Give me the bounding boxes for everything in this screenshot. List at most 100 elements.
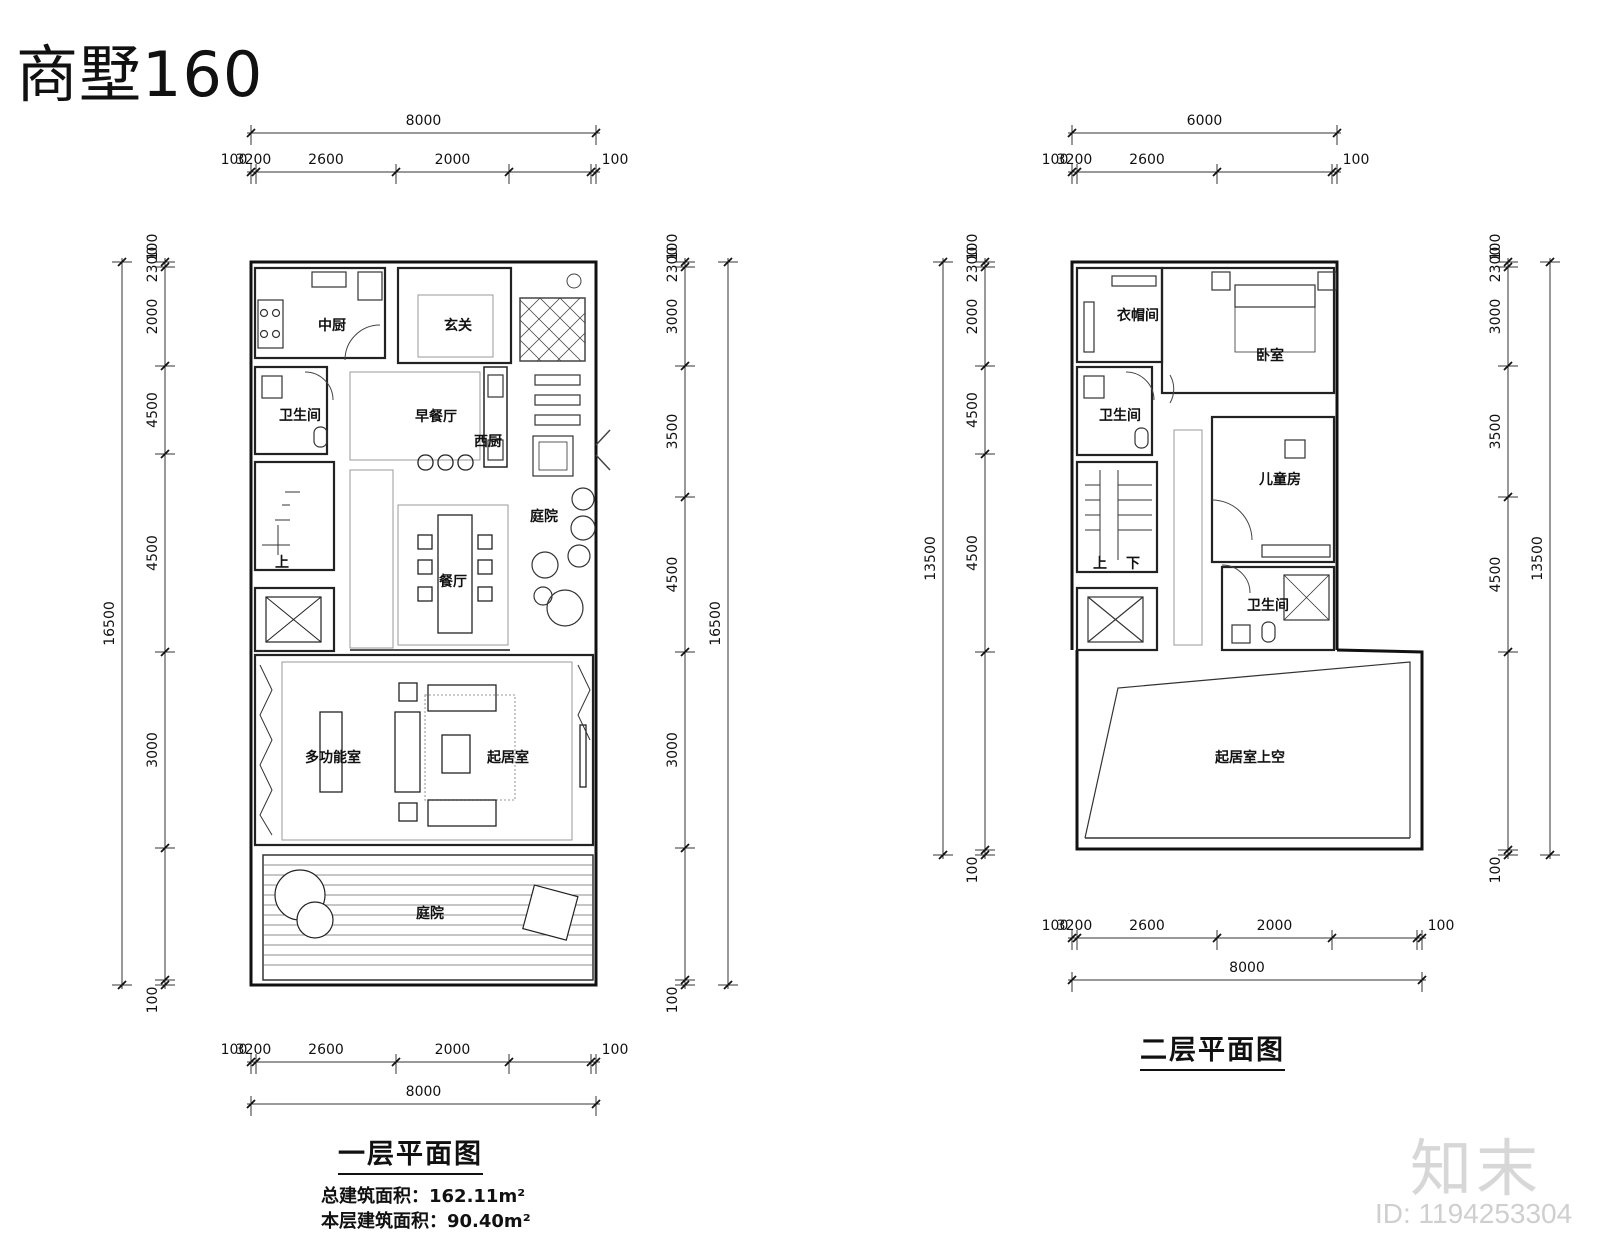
shower-icon <box>1283 574 1330 621</box>
courtyard-door <box>595 429 611 471</box>
f1-bottom-seg-label: 2000 <box>435 1042 471 1058</box>
f1-left-seg-label: 3000 <box>145 732 161 768</box>
f2-left-seg-slash <box>980 257 990 267</box>
label-kitchen: 中厨 <box>318 317 346 334</box>
total-area: 总建筑面积：162.11m² <box>321 1186 526 1207</box>
f2-top-seg-label: 100 <box>1343 152 1370 168</box>
f2-bottom-seg-slash <box>1212 933 1222 943</box>
f1-left-seg-label: 100 <box>145 987 161 1014</box>
f2-bottom-total-label: 8000 <box>1229 960 1265 976</box>
f1-right-seg-slash <box>680 361 690 371</box>
f2-left-seg-slash <box>980 850 990 860</box>
f1-left-total-slash <box>117 980 127 990</box>
f1-right-total-slash <box>723 980 733 990</box>
f1-bottom-seg-label: 100 <box>221 1042 248 1058</box>
f1-bottom-seg-slash <box>504 1057 514 1067</box>
f1-right-seg-label: 3000 <box>665 299 681 335</box>
rear-deck <box>262 854 594 981</box>
f2-left-seg-label: 4500 <box>965 535 981 571</box>
f1-right-seg-slash <box>680 647 690 657</box>
bathroom-b-room <box>1220 565 1336 652</box>
sofa-icon <box>394 711 421 793</box>
f1-left-seg-label: 4500 <box>145 535 161 571</box>
bathroom-a-room <box>1075 365 1154 457</box>
label-multi-room: 多功能室 <box>305 749 361 766</box>
bathroom-room <box>253 365 329 456</box>
kids-chair-icon <box>1284 439 1306 459</box>
f2-left-total-slash <box>938 850 948 860</box>
f1-left-seg-label: 100 <box>145 234 161 261</box>
f2-right-seg-label: 100 <box>1488 234 1504 261</box>
watermark-brand: 知末 <box>1410 1132 1543 1205</box>
f1-top-total-slash <box>591 128 601 138</box>
f1-bottom-total-slash <box>591 1099 601 1109</box>
f2-top-total-label: 6000 <box>1187 113 1223 129</box>
f1-top-seg-label: 2000 <box>435 152 471 168</box>
f1-right-seg-label: 4500 <box>665 557 681 593</box>
label-courtyard-side: 庭院 <box>530 508 558 525</box>
living-zone <box>253 653 595 847</box>
f1-top-seg-label: 2600 <box>308 152 344 168</box>
f1-left-seg-slash <box>160 647 170 657</box>
f2-right-total-slash <box>1545 850 1555 860</box>
desk-icon <box>319 711 343 793</box>
label-kids-room: 儿童房 <box>1258 471 1301 488</box>
f2-right-seg-label: 2300 <box>1488 247 1504 283</box>
bed-icon <box>1234 306 1316 353</box>
f1-right-seg-label: 3000 <box>665 732 681 768</box>
label-void: 起居室上空 <box>1214 749 1285 766</box>
bathroom-door <box>304 371 334 401</box>
bed-headboard-icon <box>1234 284 1316 308</box>
f2-right-seg-slash <box>1503 361 1513 371</box>
foyer-room <box>396 266 513 365</box>
f1-right-seg-slash <box>680 257 690 267</box>
breakfast-area <box>349 371 481 461</box>
f1-right-seg-slash <box>680 492 690 502</box>
f2-bottom-seg-slash <box>1067 933 1077 943</box>
sink-icon <box>311 271 347 288</box>
f2-right-seg-slash <box>1503 257 1513 267</box>
f2-top-seg-slash <box>1072 167 1082 177</box>
f2-bottom-seg-label: 100 <box>1428 918 1455 934</box>
f1-bottom-seg-slash <box>591 1057 601 1067</box>
f1-bottom-seg-slash <box>246 1057 256 1067</box>
f1-left-seg-label: 2000 <box>145 299 161 335</box>
floor2-upper-outline <box>1070 260 1339 650</box>
armchair-top-icon <box>427 684 497 712</box>
f2-right-seg-label: 3500 <box>1488 414 1504 450</box>
west-glazing <box>259 664 273 836</box>
label-stair-up: 上 <box>275 555 289 571</box>
stair-room <box>253 460 336 572</box>
f1-top-seg-slash <box>504 167 514 177</box>
f2-top-seg-label: 100 <box>1042 152 1069 168</box>
f2-left-seg-label: 2000 <box>965 299 981 335</box>
f2-bottom-seg-slash <box>1327 933 1337 943</box>
f2-right-seg-slash <box>1503 845 1513 855</box>
f2-right-total-label: 13500 <box>1530 536 1546 581</box>
f2-left-seg-slash <box>980 262 990 272</box>
label-living: 起居室 <box>486 749 529 766</box>
f1-right-seg-slash <box>680 262 690 272</box>
f2-bottom-seg-label: 2000 <box>1257 918 1293 934</box>
f2-bottom-seg-slash <box>1417 933 1427 943</box>
f2-right-seg-slash <box>1503 850 1513 860</box>
dining-area <box>397 504 509 646</box>
corridor <box>1173 429 1203 646</box>
f1-right-seg-label: 100 <box>665 987 681 1014</box>
label-foyer: 玄关 <box>444 317 472 334</box>
skylight-hatch <box>519 297 586 362</box>
f1-left-seg-label: 2300 <box>145 247 161 283</box>
f1-top-seg-slash <box>391 167 401 177</box>
stove-icon <box>257 299 284 349</box>
f2-top-seg-slash <box>1067 167 1077 177</box>
f2-right-total-slash <box>1545 257 1555 267</box>
f2-left-seg-slash <box>980 647 990 657</box>
f1-top-seg-slash <box>591 167 601 177</box>
f1-left-seg-slash <box>160 975 170 985</box>
f2-bottom-seg-label: 2600 <box>1129 918 1165 934</box>
label-bedroom: 卧室 <box>1256 347 1284 364</box>
